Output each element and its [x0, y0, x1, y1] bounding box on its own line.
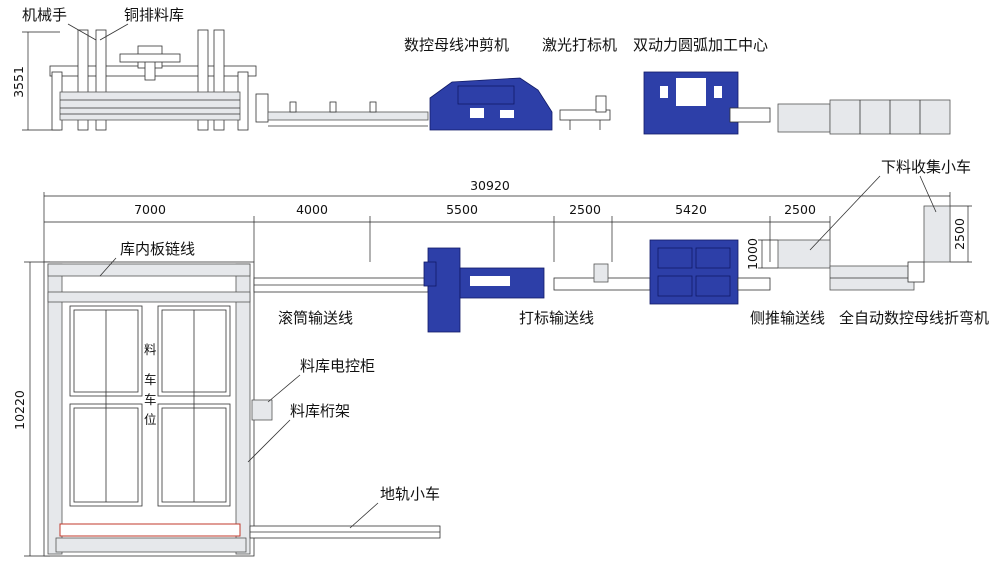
- label-unload-cart: 下料收集小车: [881, 158, 971, 176]
- roller-conveyor-elevation: [255, 93, 429, 127]
- label-side-push-conveyor: 侧推输送线: [750, 309, 825, 327]
- label-copper-store: 铜排料库: [124, 6, 184, 24]
- plan-height-label: 10220: [12, 390, 27, 430]
- bender-elevation: [777, 99, 951, 135]
- label-manipulator: 机械手: [22, 6, 67, 24]
- material-store-plan: [43, 261, 273, 557]
- side-height-label: 3551: [11, 66, 26, 98]
- label-inner-chain: 库内板链线: [120, 240, 195, 258]
- roller-conveyor-plan: [253, 277, 429, 293]
- label-rail-cart: 地轨小车: [380, 485, 440, 503]
- plan-dimensions: 30920 7000 4000 5500 2500 5420 2500 1022…: [12, 178, 972, 557]
- total-length-label: 30920: [470, 178, 510, 193]
- label-store-truss: 料库桁架: [290, 402, 350, 420]
- bender-plan: [777, 205, 951, 291]
- seg-roller-label: 4000: [296, 202, 328, 217]
- label-roller-conveyor: 滚筒输送线: [278, 309, 353, 327]
- seg-arc-label: 5420: [675, 202, 707, 217]
- arc-center-elevation: [643, 71, 771, 135]
- material-cart-char-4: 位: [144, 412, 157, 427]
- plan-view: 库内板链线 滚筒输送线 打标输送线 侧推输送线 全自动数控母线折弯机 下料收集小…: [43, 158, 989, 557]
- marking-conveyor-plan: [553, 263, 651, 291]
- seg-push-label: 2500: [784, 202, 816, 217]
- cnc-punch-elevation: [429, 77, 553, 131]
- marking-conveyor-elevation: [559, 95, 611, 130]
- material-cart-char-3: 车: [144, 392, 157, 407]
- label-dual-arc-center: 双动力圆弧加工中心: [633, 36, 768, 54]
- seg-marking-label: 2500: [569, 202, 601, 217]
- label-auto-bender: 全自动数控母线折弯机: [839, 309, 989, 327]
- label-control-cabinet: 料库电控柜: [300, 357, 375, 375]
- cart-width-label: 1000: [745, 238, 760, 270]
- copper-store-elevation: [49, 29, 257, 131]
- control-cabinet-shape: [251, 399, 273, 421]
- label-laser-marker: 激光打标机: [542, 36, 617, 54]
- material-cart-char-2: 车: [144, 372, 157, 387]
- side-elevation: 3551: [11, 6, 951, 135]
- arc-center-plan: [649, 239, 771, 305]
- seg-store-label: 7000: [134, 202, 166, 217]
- cnc-punch-plan: [423, 247, 545, 333]
- material-cart-char-1: 料: [144, 342, 157, 357]
- seg-punch-label: 5500: [446, 202, 478, 217]
- unload-height-label: 2500: [952, 218, 967, 250]
- label-cnc-punch: 数控母线冲剪机: [404, 36, 509, 54]
- label-marking-conveyor: 打标输送线: [519, 309, 594, 327]
- rail-cart-track: [249, 525, 441, 539]
